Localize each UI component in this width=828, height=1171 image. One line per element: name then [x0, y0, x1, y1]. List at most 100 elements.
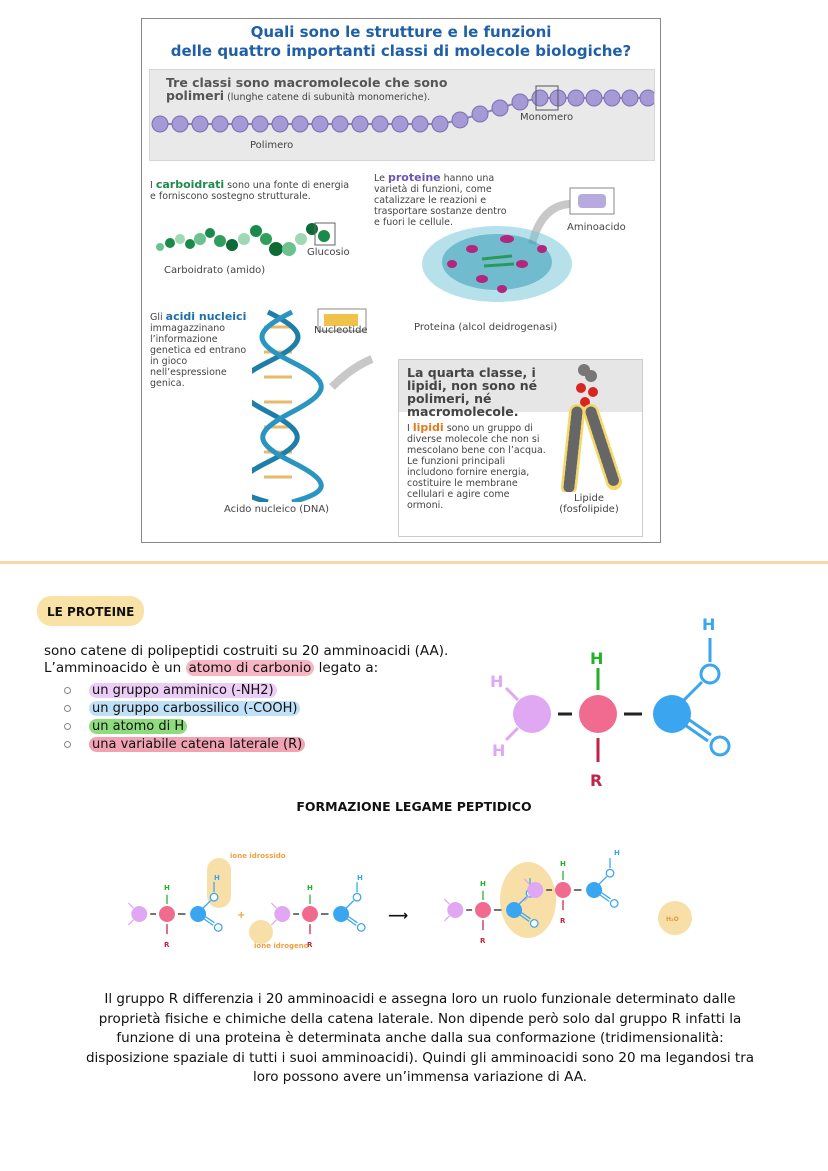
- svg-text:H: H: [164, 884, 170, 892]
- amino-acid-structure: H R H H H: [490, 615, 731, 790]
- carb-keyword: carboidrati: [155, 178, 225, 191]
- lipid-panel: La quarta classe, i lipidi, non sono né …: [398, 359, 643, 537]
- amino-acid-1: [127, 881, 223, 935]
- list-item: un gruppo amminico (-NH2): [64, 682, 277, 699]
- nuc-keyword: acidi nucleici: [165, 310, 247, 323]
- lipid-heading: La quarta classe, i lipidi, non sono né …: [407, 365, 538, 419]
- polymer-label: Polimero: [250, 140, 294, 151]
- plus-sign: +: [237, 910, 245, 921]
- svg-text:H: H: [214, 874, 220, 882]
- monomer-bead: [451, 111, 469, 129]
- hydrogen-highlight: [249, 920, 273, 944]
- list-item: una variabile catena laterale (R): [64, 736, 306, 753]
- svg-text:R: R: [560, 917, 566, 925]
- monomer-bead: [491, 99, 509, 117]
- product-residue-1: [443, 877, 539, 931]
- h-label: H: [590, 649, 603, 668]
- polymer-chain-illustration: [151, 85, 654, 133]
- list-item: un gruppo carbossilico (-COOH): [64, 700, 301, 717]
- carbon-highlight: atomo di carbonio: [185, 660, 315, 676]
- title-line-2: delle quattro importanti classi di molec…: [170, 42, 632, 60]
- polymer-heading: Tre classi sono macromolecole che sono p…: [166, 76, 447, 103]
- peptide-bond-title: FORMAZIONE LEGAME PEPTIDICO: [296, 799, 531, 814]
- hydrogen-label: ione idrogeno: [254, 942, 309, 950]
- dna-caption: Acido nucleico (DNA): [224, 504, 330, 515]
- polymer-heading-line1: Tre classi sono macromolecole che sono: [166, 75, 448, 90]
- svg-text:H: H: [560, 860, 566, 868]
- peptide-bond-highlight: [500, 862, 556, 938]
- monomer-bead: [531, 89, 549, 107]
- monomer-bead: [411, 115, 429, 133]
- intro-line-1: sono catene di polipeptidi costruiti su …: [44, 643, 449, 659]
- monomer-bead: [391, 115, 409, 133]
- svg-text:H: H: [614, 849, 620, 857]
- monomer-bead: [251, 115, 269, 133]
- monomer-bead: [603, 89, 621, 107]
- list-item: un atomo di H: [64, 718, 188, 735]
- monomer-bead: [151, 115, 169, 133]
- carbohydrate-text: I carboidrati sono una fonte di energia …: [150, 178, 350, 202]
- monomer-bead: [271, 115, 289, 133]
- monomer-label: Monomero: [520, 112, 574, 123]
- water-circle: [658, 901, 692, 935]
- lipid-keyword: lipidi: [412, 421, 444, 434]
- h-label: H: [702, 615, 715, 634]
- nucleotide-label: Nucleotide: [314, 325, 368, 336]
- water-label: H₂O: [666, 916, 679, 923]
- phospholipid-illustration: [561, 364, 622, 492]
- lipid-text: I lipidi sono un gruppo di diverse molec…: [407, 421, 546, 511]
- monomer-bead: [471, 105, 489, 123]
- hydroxide-highlight: [207, 858, 231, 908]
- amino-acid-label: Aminoacido: [567, 222, 626, 233]
- textbook-figure: Quali sono le strutture e le funzioni de…: [141, 18, 661, 543]
- monomer-bead: [511, 93, 529, 111]
- monomer-bead: [621, 89, 639, 107]
- dna-illustration: [252, 308, 374, 502]
- protein-caption: Proteina (alcol deidrogenasi): [414, 322, 558, 333]
- svg-text:H: H: [480, 880, 486, 888]
- section-divider: [0, 561, 828, 564]
- monomer-box: [535, 85, 559, 111]
- monomer-bead: [431, 115, 449, 133]
- monomer-bead: [171, 115, 189, 133]
- monomer-bead: [191, 115, 209, 133]
- section-tag: LE PROTEINE: [37, 596, 145, 626]
- product-residue-2: [523, 857, 619, 911]
- monomer-bead: [311, 115, 329, 133]
- reaction-arrow: ⟶: [388, 908, 408, 924]
- monomer-bead: [567, 89, 585, 107]
- monomer-bead: [231, 115, 249, 133]
- monomer-bead: [371, 115, 389, 133]
- svg-text:R: R: [480, 937, 486, 945]
- r-label: R: [590, 771, 602, 790]
- svg-text:H: H: [307, 884, 313, 892]
- figure-title: Quali sono le strutture e le funzioni de…: [142, 23, 660, 61]
- carbohydrate-caption: Carboidrato (amido): [164, 265, 266, 276]
- prot-keyword: proteine: [388, 171, 441, 184]
- svg-text:R: R: [164, 941, 170, 949]
- polymer-heading-rest: (lunghe catene di subunità monomeriche).: [224, 92, 431, 103]
- monomer-bead: [291, 115, 309, 133]
- polymer-keyword: polimeri: [166, 88, 225, 103]
- monomer-bead: [639, 89, 654, 107]
- intro-line-2: L’amminoacido è un atomo di carbonio leg…: [44, 660, 379, 676]
- glucose-label: Glucosio: [307, 247, 350, 258]
- h-label: H: [492, 741, 505, 760]
- protein-text: Le proteine hanno una varietà di funzion…: [374, 171, 507, 228]
- h-label: H: [490, 672, 503, 691]
- monomer-bead: [211, 115, 229, 133]
- starch-illustration: [156, 222, 336, 256]
- nucleic-acid-text: Gli acidi nucleici immagazzinano l’infor…: [150, 310, 247, 389]
- svg-text:H: H: [357, 874, 363, 882]
- monomer-bead: [331, 115, 349, 133]
- amino-acid-2: [270, 881, 366, 935]
- hydroxide-label: ione idrossido: [230, 852, 286, 860]
- polymer-panel: Tre classi sono macromolecole che sono p…: [149, 69, 655, 161]
- monomer-bead: [585, 89, 603, 107]
- protein-illustration: [422, 187, 615, 302]
- svg-text:R: R: [307, 941, 313, 949]
- explanation-paragraph: Il gruppo R differenzia i 20 amminoacidi…: [85, 991, 755, 1085]
- title-line-1: Quali sono le strutture e le funzioni: [250, 23, 552, 41]
- lipid-caption: Lipide(fosfolipide): [559, 493, 619, 515]
- monomer-bead: [351, 115, 369, 133]
